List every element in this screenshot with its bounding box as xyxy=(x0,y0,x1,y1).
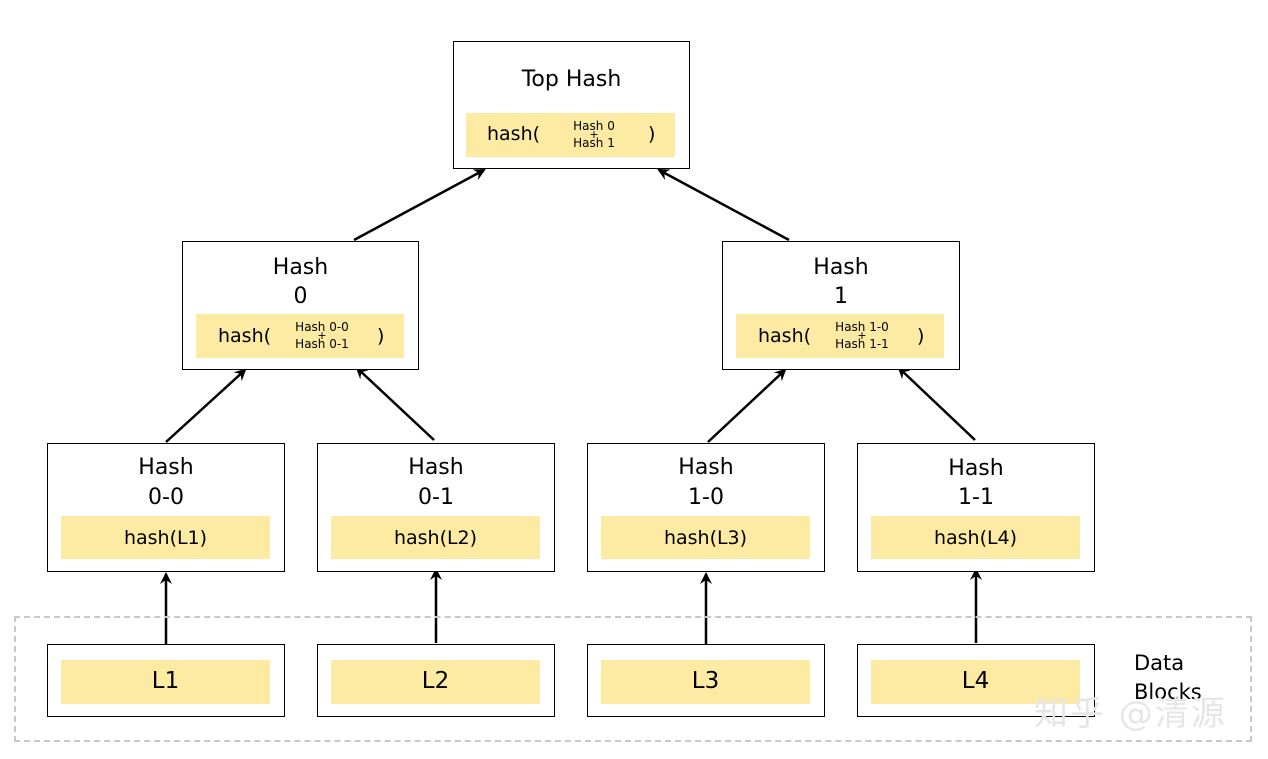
hash-1-0-value: hash(L3) xyxy=(663,527,748,549)
hash-0-input-a: Hash 0-0 xyxy=(295,320,349,334)
arrow-hash-1-to-top-hash xyxy=(657,168,790,242)
watermark: 知乎 @清源 xyxy=(1034,694,1227,734)
hash-1-title-line1: Hash xyxy=(813,255,869,280)
hash-1-1-title-line1: Hash xyxy=(948,456,1004,481)
arrow-hash-1-1-to-hash-1 xyxy=(897,366,976,441)
hash-0-1-value-bar: hash(L2) xyxy=(331,516,540,559)
data-block-l2-bar: L2 xyxy=(331,660,540,704)
hash-0-0-title-line1: Hash xyxy=(138,455,194,480)
data-blocks-label-line1: Data xyxy=(1134,651,1185,675)
hash-1-0-title-line1: Hash xyxy=(678,455,734,480)
hash-0-title-line1: Hash xyxy=(272,255,329,280)
hash-0-1-value: hash(L2) xyxy=(393,527,478,549)
hash-0-1-title-line2: 0-1 xyxy=(418,485,454,510)
data-block-l2: L2 xyxy=(317,644,555,717)
top-hash-func: hash( xyxy=(487,123,541,145)
hash-1-input-b: Hash 1-1 xyxy=(835,337,889,351)
hash-0-0-value-bar: hash(L1) xyxy=(61,516,270,559)
hash-0-1-node: Hash 0-1 hash(L2) xyxy=(317,443,555,572)
data-block-l4-label: L4 xyxy=(961,668,990,694)
top-hash-close: ) xyxy=(648,123,656,145)
hash-1-1-value-bar: hash(L4) xyxy=(871,516,1080,559)
hash-1-title-line2: 1 xyxy=(834,284,848,309)
hash-0-1-title-line1: Hash xyxy=(408,455,464,480)
hash-0-0-title-line2: 0-0 xyxy=(148,485,184,510)
hash-1-close: ) xyxy=(917,325,925,347)
arrow-hash-0-to-top-hash xyxy=(353,168,486,242)
hash-0-plus: + xyxy=(317,329,327,342)
data-block-l4-bar: L4 xyxy=(871,660,1080,704)
top-hash-node: Top Hash hash( Hash 0 + Hash 1 ) xyxy=(453,41,690,169)
hash-1-0-title-line2: 1-0 xyxy=(688,485,724,510)
hash-1-1-node: Hash 1-1 hash(L4) xyxy=(857,443,1095,572)
hash-0-input-b: Hash 0-1 xyxy=(295,337,349,351)
data-block-l3-label: L3 xyxy=(691,668,720,694)
top-hash-title: Top Hash xyxy=(521,67,622,92)
top-hash-formula: hash( Hash 0 + Hash 1 ) xyxy=(466,113,675,157)
hash-1-func: hash( xyxy=(758,325,812,347)
arrow-hash-0-0-to-hash-0 xyxy=(165,368,247,443)
data-block-l3: L3 xyxy=(587,644,825,717)
hash-0-close: ) xyxy=(377,325,385,347)
data-blocks-region xyxy=(14,616,1252,742)
hash-0-0-value: hash(L1) xyxy=(123,527,208,549)
top-hash-input-a: Hash 0 xyxy=(573,119,615,133)
hash-1-0-node: Hash 1-0 hash(L3) xyxy=(587,443,825,572)
top-hash-plus: + xyxy=(589,128,599,141)
data-block-l3-bar: L3 xyxy=(601,660,810,704)
hash-0-0-node: Hash 0-0 hash(L1) xyxy=(47,443,285,572)
top-hash-inputs: Hash 0 + Hash 1 xyxy=(570,120,618,149)
hash-1-node: Hash 1 hash( Hash 1-0 + Hash 1-1 ) xyxy=(722,241,960,370)
hash-0-inputs: Hash 0-0 + Hash 0-1 xyxy=(292,321,352,350)
data-block-l1: L1 xyxy=(47,644,285,717)
data-blocks-label-line2: Blocks xyxy=(1134,680,1202,704)
hash-0-node: Hash 0 hash( Hash 0-0 + Hash 0-1 ) xyxy=(182,241,419,370)
data-block-l4: L4 xyxy=(857,644,1095,717)
hash-1-input-a: Hash 1-0 xyxy=(835,320,889,334)
arrow-hash-0-1-to-hash-0 xyxy=(355,366,435,441)
arrow-hash-1-0-to-hash-1 xyxy=(707,368,787,443)
hash-0-func: hash( xyxy=(218,325,272,347)
hash-1-plus: + xyxy=(857,329,867,342)
data-block-l2-label: L2 xyxy=(421,668,450,694)
hash-0-title-line2: 0 xyxy=(293,284,308,309)
hash-0-formula: hash( Hash 0-0 + Hash 0-1 ) xyxy=(196,314,404,358)
hash-1-1-value: hash(L4) xyxy=(933,527,1018,549)
top-hash-input-b: Hash 1 xyxy=(573,136,615,150)
hash-1-inputs: Hash 1-0 + Hash 1-1 xyxy=(832,321,892,350)
hash-1-0-value-bar: hash(L3) xyxy=(601,516,810,559)
data-block-l1-bar: L1 xyxy=(61,660,270,704)
data-block-l1-label: L1 xyxy=(151,668,180,694)
hash-1-1-title-line2: 1-1 xyxy=(958,485,994,510)
hash-1-formula: hash( Hash 1-0 + Hash 1-1 ) xyxy=(736,314,944,358)
